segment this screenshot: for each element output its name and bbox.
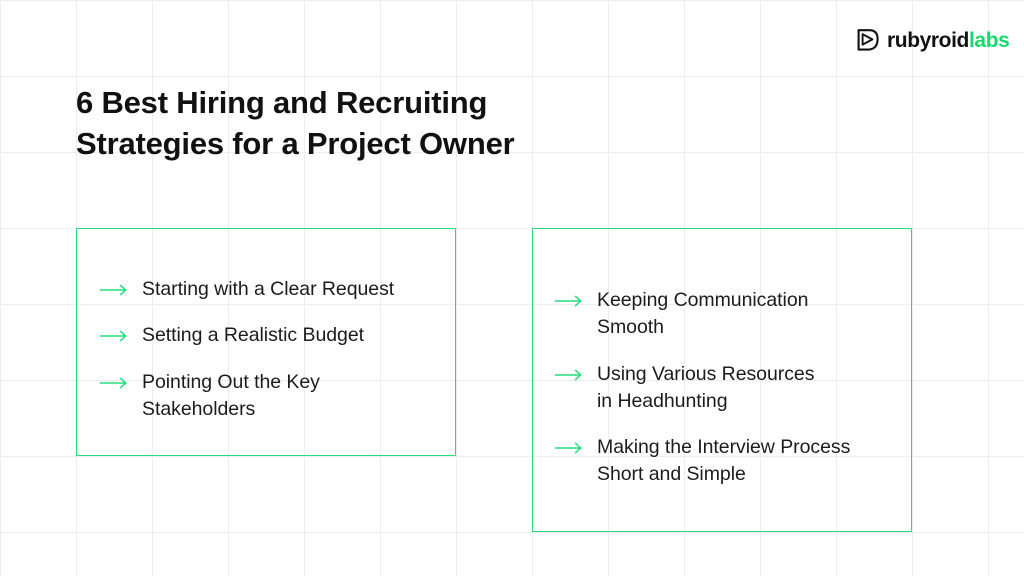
arrow-right-icon bbox=[555, 295, 583, 307]
list-item-label: Starting with a Clear Request bbox=[142, 278, 395, 300]
list-item-label: Setting a Realistic Budget bbox=[142, 324, 364, 347]
strategy-list-left: Starting with a Clear Request Setting a … bbox=[77, 276, 455, 423]
strategy-card-left: Starting with a Clear Request Setting a … bbox=[76, 228, 456, 456]
list-item[interactable]: Using Various Resources in Headhunting bbox=[533, 361, 911, 416]
arrow-right-icon bbox=[100, 377, 128, 389]
logo-word-accent: labs bbox=[968, 28, 1010, 52]
logo-word-primary: rubyroid bbox=[887, 28, 969, 52]
arrow-right-icon bbox=[555, 442, 583, 454]
list-item[interactable]: Keeping Communication Smooth bbox=[533, 287, 911, 342]
list-item[interactable]: Starting with a Clear Request bbox=[77, 276, 455, 303]
list-item[interactable]: Pointing Out the Key Stakeholders bbox=[77, 369, 455, 424]
strategy-list-right: Keeping Communication Smooth Using Vario… bbox=[533, 287, 911, 489]
rubyroid-labs-mark-icon bbox=[856, 28, 880, 52]
arrow-right-icon bbox=[100, 330, 128, 342]
list-item-label: Using Various Resources in Headhunting bbox=[597, 362, 815, 412]
list-item-label: Pointing Out the Key Stakeholders bbox=[142, 370, 320, 420]
arrow-right-icon bbox=[100, 284, 128, 296]
page-title: 6 Best Hiring and Recruiting Strategies … bbox=[76, 84, 515, 161]
logo-wordmark: rubyroidlabs bbox=[887, 28, 1010, 52]
arrow-right-icon bbox=[555, 369, 583, 381]
brand-logo[interactable]: rubyroidlabs bbox=[856, 26, 1010, 54]
list-item-label: Making the Interview Process Short and S… bbox=[597, 436, 851, 486]
list-item[interactable]: Setting a Realistic Budget bbox=[77, 322, 455, 349]
strategy-card-right: Keeping Communication Smooth Using Vario… bbox=[532, 228, 912, 532]
list-item-label: Keeping Communication Smooth bbox=[597, 289, 809, 339]
list-item[interactable]: Making the Interview Process Short and S… bbox=[533, 434, 911, 489]
